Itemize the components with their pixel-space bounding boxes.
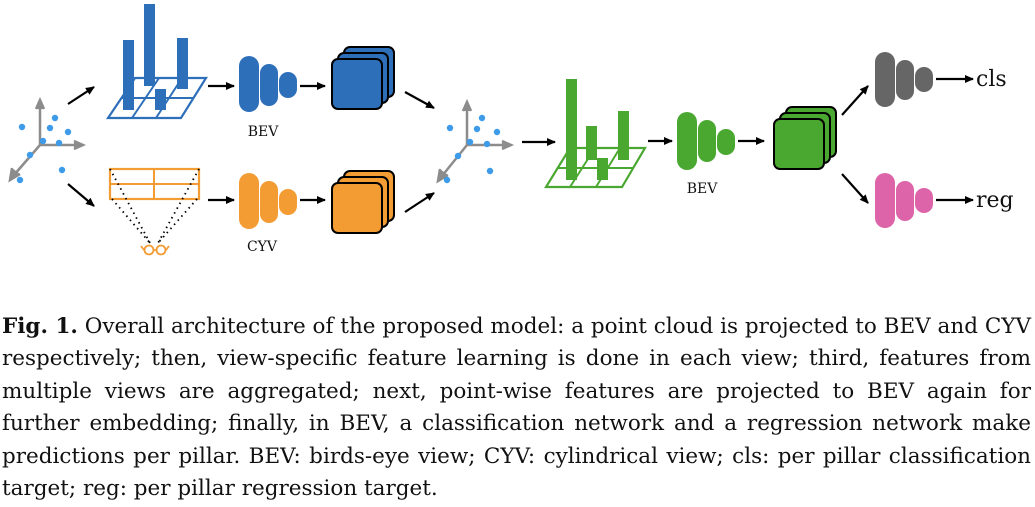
bev-pillar-grid bbox=[105, 4, 208, 120]
feature-to-heads-arrows bbox=[841, 85, 869, 204]
bev-embedding-grid bbox=[544, 79, 647, 189]
feature-to-aggregate-arrows bbox=[404, 91, 435, 213]
bev-encoder bbox=[239, 56, 297, 112]
bev-embedding-encoder bbox=[677, 112, 735, 170]
bev-feature-stack bbox=[331, 46, 395, 110]
bev-label-mid: BEV bbox=[687, 181, 719, 197]
aggregated-point-cloud bbox=[436, 98, 515, 184]
cls-label: cls bbox=[976, 67, 1007, 92]
classification-head bbox=[875, 52, 933, 107]
caption-text: Overall architecture of the proposed mod… bbox=[2, 314, 1031, 502]
input-arrows bbox=[67, 86, 95, 207]
input-point-cloud bbox=[8, 96, 87, 184]
cyv-feature-stack bbox=[331, 170, 395, 234]
caption-label: Fig. 1. bbox=[2, 314, 78, 339]
cyv-label: CYV bbox=[247, 239, 278, 255]
regression-head bbox=[875, 173, 933, 228]
architecture-figure: BEV CYV bbox=[8, 4, 1014, 256]
grid-to-encoder-arrows bbox=[208, 82, 235, 204]
bev-embedding-feature-stack bbox=[773, 106, 837, 170]
figure-caption: Fig. 1. Overall architecture of the prop… bbox=[2, 311, 1031, 505]
bev-label-top: BEV bbox=[248, 124, 280, 140]
cyv-projection bbox=[108, 167, 201, 256]
reg-label: reg bbox=[976, 188, 1014, 213]
encoder-to-feature-arrows bbox=[300, 82, 326, 204]
cyv-encoder bbox=[239, 173, 297, 229]
